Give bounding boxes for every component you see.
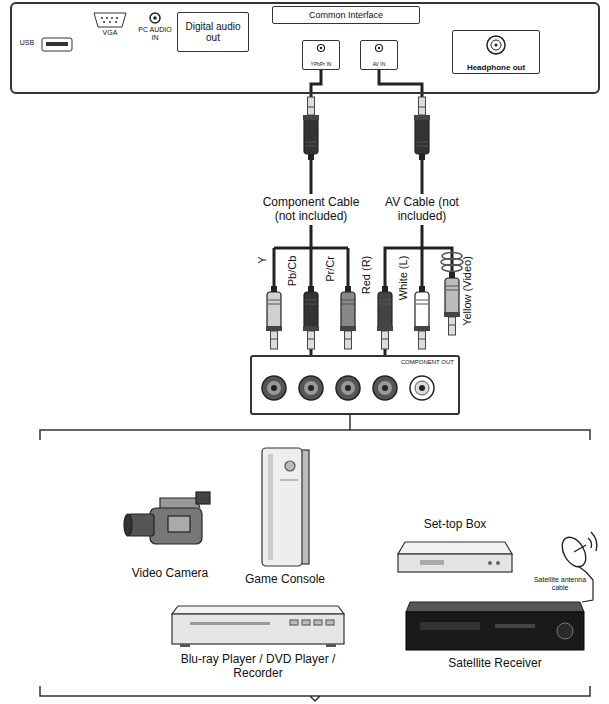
box-label: Digital audio out <box>180 21 246 44</box>
headphone-jack <box>487 36 505 54</box>
port-box: Headphone out <box>452 30 540 74</box>
box-label: Common Interface <box>309 10 383 20</box>
device-label: Set-top Box <box>400 517 510 531</box>
port-label: PC AUDIO IN <box>136 26 174 42</box>
audio-jack <box>150 13 160 23</box>
rca-jack <box>318 45 383 52</box>
plug-label: Yellow (Video) <box>461 256 473 326</box>
component-jacks <box>262 376 434 400</box>
cable-label: Component Cable (not included) <box>257 194 365 225</box>
set-top-box-icon <box>398 542 512 572</box>
port-label: USB <box>12 39 42 47</box>
plug-label: White (L) <box>398 256 410 301</box>
box-label: AV IN <box>373 62 386 68</box>
rca-plug <box>266 286 282 349</box>
device-label: Game Console <box>230 572 340 586</box>
device-label: Satellite Receiver <box>425 656 565 670</box>
jack-box: YPbPr IN <box>302 40 340 70</box>
port-label: VGA <box>94 29 126 37</box>
cable-plug <box>303 97 319 160</box>
rca-plug <box>340 286 356 349</box>
box-label: Headphone out <box>467 63 525 72</box>
cable-coil <box>441 253 463 272</box>
plug-label: Red (R) <box>360 256 372 295</box>
box-label: YPbPr IN <box>311 62 332 68</box>
plug-label: Pb/Cb <box>286 256 298 287</box>
rca-plug <box>303 286 319 349</box>
cable-label: AV Cable (not included) <box>375 194 469 225</box>
component-out-panel: COMPONENT OUT <box>250 355 460 415</box>
box-label: COMPONENT OUT <box>401 359 454 366</box>
bluray-player-icon <box>172 606 344 647</box>
vga-port <box>94 13 126 27</box>
cable-plug <box>414 97 430 160</box>
cable-note: Satellite antenna cable <box>530 576 590 593</box>
usb-port <box>42 38 72 51</box>
rca-plug <box>444 272 460 335</box>
device-label: Blu-ray Player / DVD Player / Recorder <box>168 652 348 681</box>
group-bracket <box>40 415 590 701</box>
plug-label: Y <box>256 256 268 263</box>
rca-plug <box>377 286 393 349</box>
satellite-receiver-icon <box>406 602 584 650</box>
game-console-icon <box>262 448 309 566</box>
plug-label: Pr/Cr <box>323 256 335 282</box>
port-box: Digital audio out <box>177 12 249 52</box>
port-box: Common Interface <box>272 6 420 24</box>
device-label: Video Camera <box>115 566 225 580</box>
rca-plug <box>414 286 430 349</box>
video-camera-icon <box>124 492 210 544</box>
tv-back-panel: USB VGA PC AUDIO IN Digital audio out Common… <box>10 2 600 94</box>
satellite-dish-icon <box>557 532 596 602</box>
jack-box: AV IN <box>360 40 398 70</box>
